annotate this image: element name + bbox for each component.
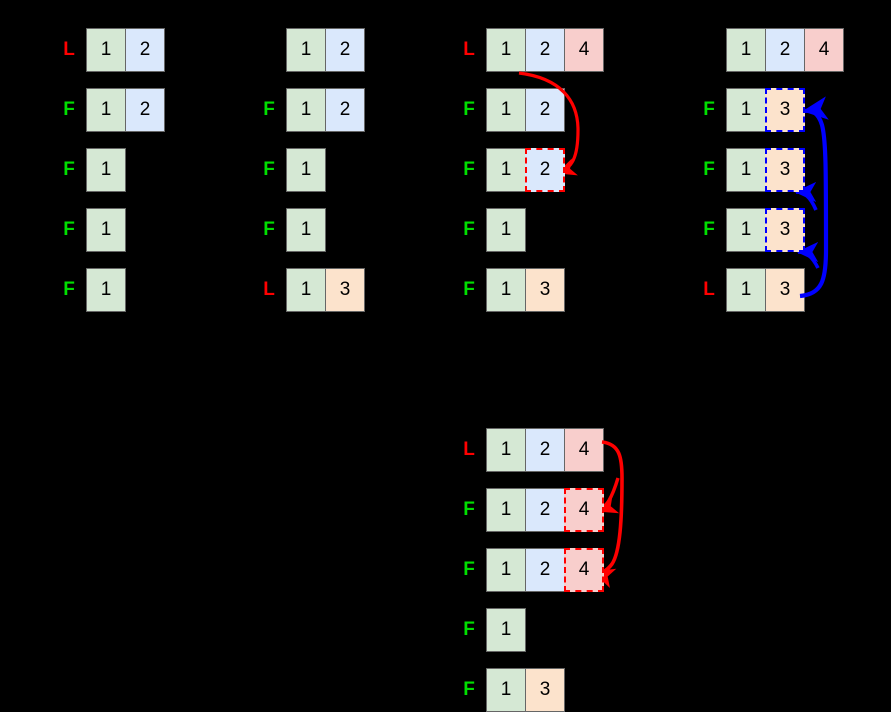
log-entry-cell: 2: [525, 28, 565, 72]
follower-label: F: [703, 159, 715, 180]
log-entry-cell: 1: [486, 28, 526, 72]
leader-label: L: [703, 279, 715, 300]
log-entry-cell: 1: [286, 148, 326, 192]
leader-label: L: [463, 39, 475, 60]
log-entry-cell: 1: [486, 608, 526, 652]
log-entry-cell: 3: [765, 88, 805, 132]
log-entry-cell: 4: [564, 488, 604, 532]
log-entry-cell: 1: [486, 148, 526, 192]
log-entry-cell: 4: [804, 28, 844, 72]
follower-label: F: [463, 679, 475, 700]
log-entry-cell: 1: [486, 428, 526, 472]
log-entry-cell: 4: [564, 28, 604, 72]
log-entry-cell: 1: [486, 488, 526, 532]
log-entry-cell: 3: [325, 268, 365, 312]
log-entry-cell: 1: [486, 548, 526, 592]
log-entry-cell: 1: [486, 668, 526, 712]
log-entry-cell: 1: [86, 268, 126, 312]
log-entries: 1: [286, 148, 326, 192]
log-entry-cell: 4: [564, 428, 604, 472]
follower-label: F: [263, 219, 275, 240]
log-entry-cell: 2: [525, 428, 565, 472]
follower-label: F: [63, 99, 75, 120]
follower-label: F: [463, 559, 475, 580]
log-entries: 1: [86, 268, 126, 312]
log-entry-cell: 3: [765, 268, 805, 312]
log-entry-cell: 1: [86, 28, 126, 72]
log-entry-cell: 3: [765, 148, 805, 192]
follower-label: F: [63, 219, 75, 240]
follower-label: F: [463, 219, 475, 240]
log-entry-cell: 1: [86, 208, 126, 252]
follower-label: F: [463, 99, 475, 120]
log-entry-cell: 1: [286, 88, 326, 132]
leader-label: L: [63, 39, 75, 60]
follower-label: [258, 28, 280, 72]
log-entry-cell: 1: [86, 148, 126, 192]
log-entry-cell: 2: [125, 28, 165, 72]
log-entries: 1: [286, 208, 326, 252]
log-entry-cell: 1: [726, 88, 766, 132]
log-entry-cell: 2: [525, 488, 565, 532]
log-entry-cell: 2: [525, 88, 565, 132]
log-entry-cell: 1: [286, 208, 326, 252]
log-entry-cell: 1: [486, 208, 526, 252]
follower-label: F: [463, 279, 475, 300]
log-entries: 1: [486, 208, 526, 252]
follower-label: F: [63, 159, 75, 180]
follower-label: F: [703, 99, 715, 120]
log-entry-cell: 1: [486, 268, 526, 312]
log-entry-cell: 2: [525, 548, 565, 592]
log-entry-cell: 1: [486, 88, 526, 132]
follower-label: F: [263, 159, 275, 180]
leader-label: L: [463, 439, 475, 460]
follower-label: F: [263, 99, 275, 120]
log-entry-cell: 1: [286, 268, 326, 312]
log-entry-cell: 1: [726, 268, 766, 312]
follower-label: F: [703, 219, 715, 240]
log-entry-cell: 2: [765, 28, 805, 72]
log-entry-cell: 4: [564, 548, 604, 592]
log-entry-cell: 1: [726, 148, 766, 192]
follower-label: F: [463, 619, 475, 640]
log-entry-cell: 1: [726, 28, 766, 72]
log-entry-cell: 1: [86, 88, 126, 132]
log-entry-cell: 2: [525, 148, 565, 192]
log-entry-cell: 1: [286, 28, 326, 72]
leader-label: L: [263, 279, 275, 300]
follower-label: F: [63, 279, 75, 300]
log-entries: 1: [86, 148, 126, 192]
log-entry-cell: 2: [325, 28, 365, 72]
log-entry-cell: 1: [726, 208, 766, 252]
log-entry-cell: 2: [325, 88, 365, 132]
log-entries: 1: [486, 608, 526, 652]
log-entries: 1: [86, 208, 126, 252]
follower-label: [698, 28, 720, 72]
follower-label: F: [463, 159, 475, 180]
follower-label: F: [463, 499, 475, 520]
log-entry-cell: 3: [765, 208, 805, 252]
log-entry-cell: 3: [525, 268, 565, 312]
log-entry-cell: 3: [525, 668, 565, 712]
log-entry-cell: 2: [125, 88, 165, 132]
